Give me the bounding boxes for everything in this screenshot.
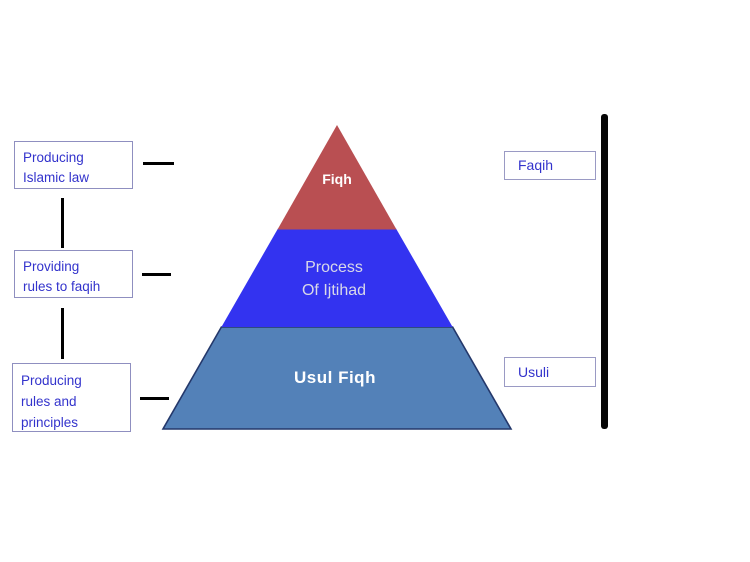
dash-box2 xyxy=(142,273,171,276)
dash-box3 xyxy=(140,397,169,400)
left-box-producing-islamic-law: Producing Islamic law xyxy=(14,141,133,189)
connector-line-box1-box2 xyxy=(61,198,64,248)
pyramid-label-fiqh: Fiqh xyxy=(322,171,352,187)
dash-box1 xyxy=(143,162,174,165)
pyramid-label-ijtihad: Process Of Ijtihad xyxy=(301,259,367,299)
right-box-usuli: Usuli xyxy=(504,357,596,387)
connector-line-box2-box3 xyxy=(61,308,64,359)
left-box-providing-rules-to-faqih: Providing rules to faqih xyxy=(14,250,133,298)
left-box-producing-rules-and-principles: Producing rules and principles xyxy=(12,363,131,432)
pyramid-level-ijtihad xyxy=(221,228,453,327)
pyramid-label-usul-fiqh: Usul Fiqh xyxy=(294,368,376,387)
vertical-bar xyxy=(601,114,608,429)
pyramid-level-fiqh xyxy=(277,125,397,230)
right-box-faqih: Faqih xyxy=(504,151,596,180)
